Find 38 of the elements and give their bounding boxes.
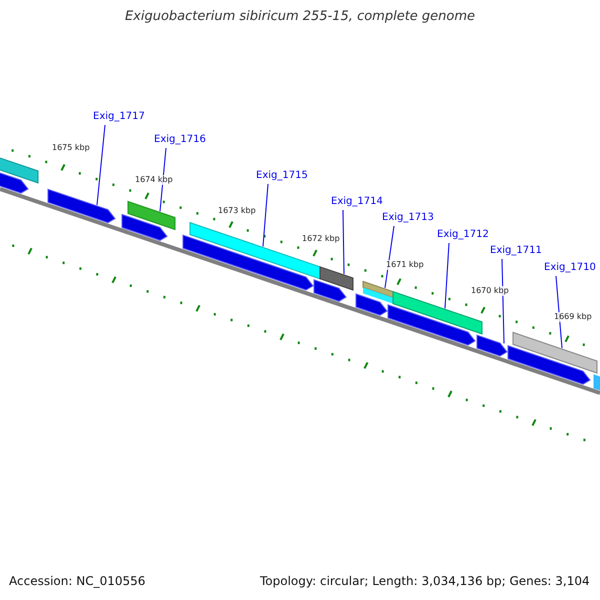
gene-bar bbox=[512, 332, 598, 374]
gene-bar bbox=[190, 222, 320, 280]
gene-label: Exig_1716 bbox=[154, 134, 206, 146]
gene-bar bbox=[388, 304, 476, 346]
gene-label: Exig_1713 bbox=[382, 212, 434, 224]
scale-label: 1670 kbp bbox=[471, 286, 509, 296]
gene-label: Exig_1712 bbox=[437, 229, 489, 241]
gene-bar bbox=[320, 266, 354, 291]
gene-bar bbox=[122, 214, 168, 241]
accession-label: Accession: NC_010556 bbox=[9, 574, 146, 588]
leader-line bbox=[502, 258, 504, 344]
gene-bar bbox=[48, 188, 116, 224]
gene-label: Exig_1715 bbox=[256, 170, 308, 182]
gene-label: Exig_1717 bbox=[93, 111, 145, 123]
scale-label: 1673 kbp bbox=[218, 206, 256, 216]
leader-line bbox=[556, 276, 562, 349]
gene-label: Exig_1714 bbox=[331, 196, 383, 208]
gene-label: Exig_1711 bbox=[490, 245, 542, 257]
scale-label: 1675 kbp bbox=[52, 143, 90, 153]
scale-label: 1674 kbp bbox=[135, 175, 173, 185]
scale-label: 1671 kbp bbox=[386, 260, 424, 270]
gene-bar bbox=[128, 200, 176, 230]
leader-line bbox=[384, 226, 394, 288]
leader-line bbox=[342, 210, 344, 274]
leader-line bbox=[262, 184, 268, 247]
title: Exiguobacterium sibiricum 255-15, complete genome bbox=[124, 9, 476, 25]
gene-bar bbox=[476, 334, 508, 357]
leader-line bbox=[96, 124, 106, 206]
scale-label: 1672 kbp bbox=[302, 234, 340, 244]
gene-bar bbox=[356, 293, 388, 316]
leader-line bbox=[444, 242, 450, 309]
gene-label: Exig_1710 bbox=[544, 262, 596, 274]
gene-bar bbox=[594, 374, 600, 392]
gene-bar bbox=[508, 345, 591, 385]
scale-label: 1669 kbp bbox=[554, 312, 592, 322]
gene-bar bbox=[362, 280, 394, 304]
gene-bar bbox=[314, 279, 347, 302]
genome-summary-label: Topology: circular; Length: 3,034,136 bp; Genes: 3,104 bbox=[260, 574, 590, 588]
